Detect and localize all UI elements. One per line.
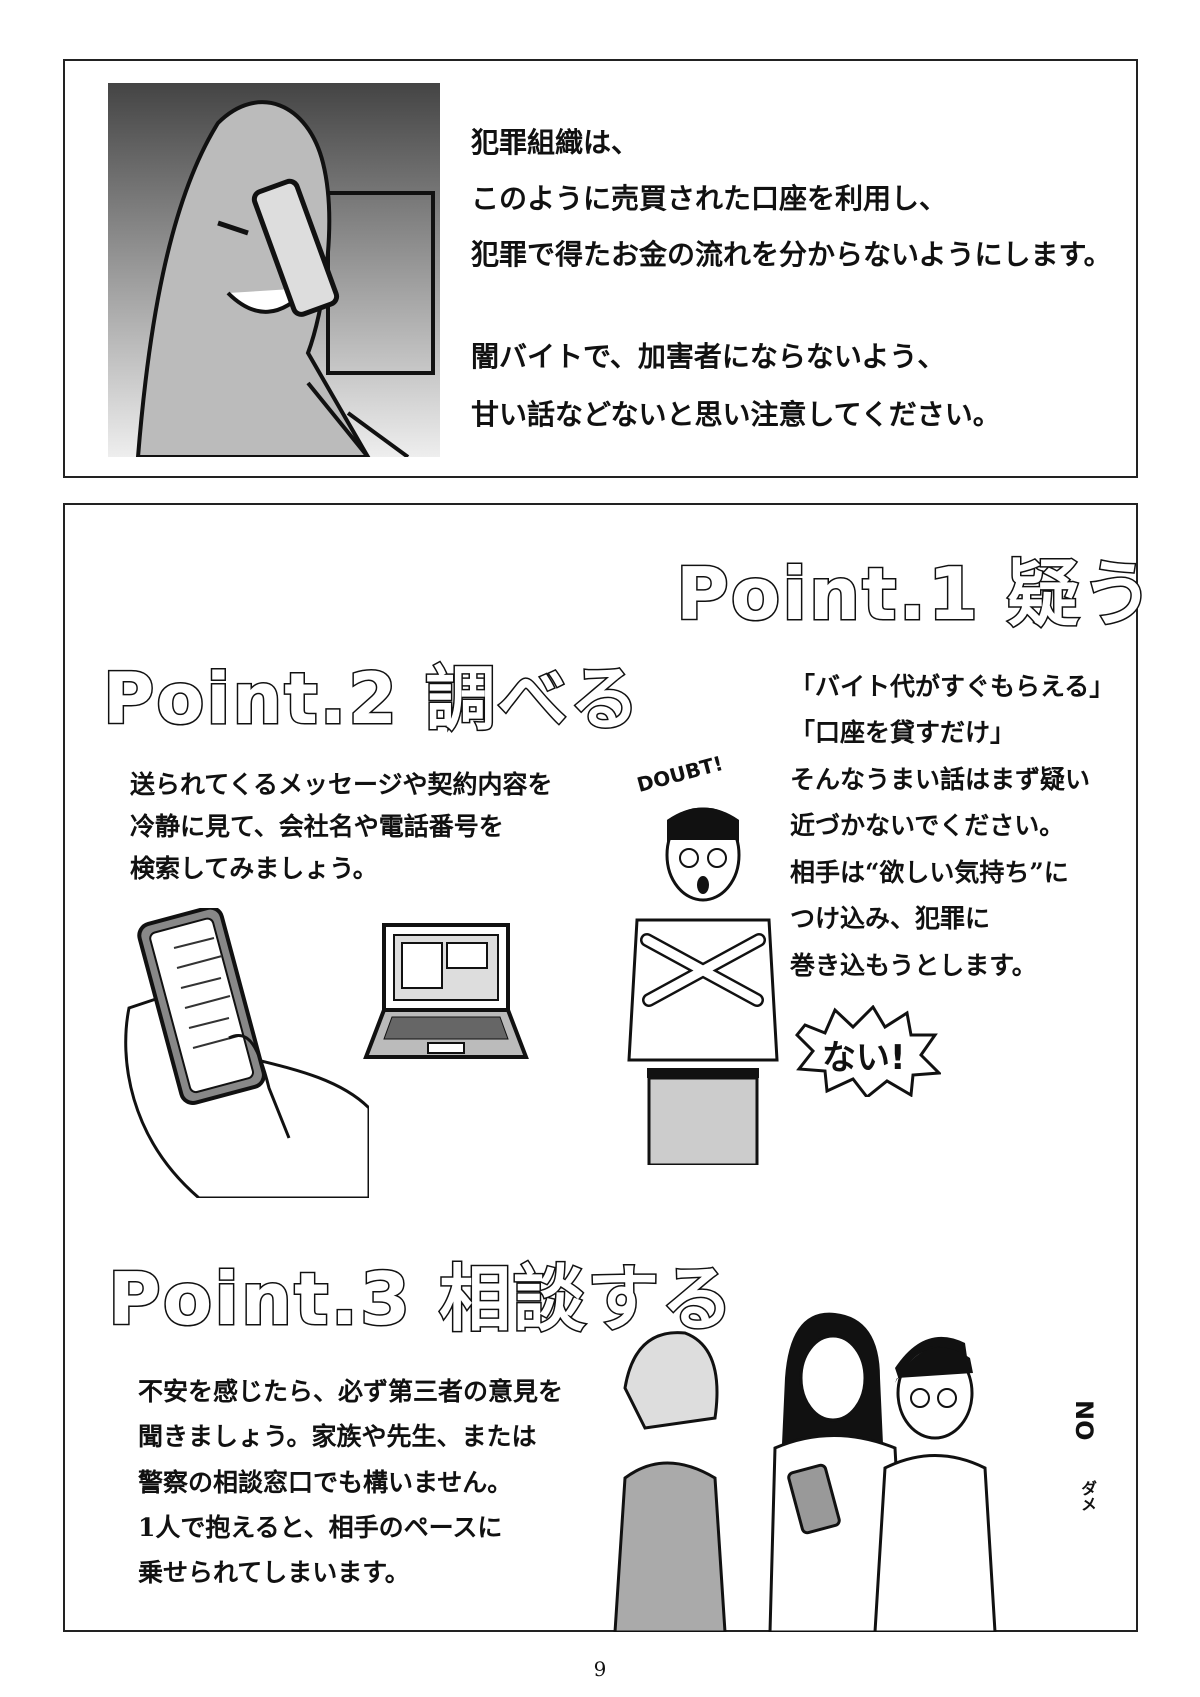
text-line: 甘い話などないと思い注意してください。 — [471, 398, 1001, 431]
no-sound-effect: NO — [1070, 1400, 1098, 1441]
text-line: 闇バイトで、加害者にならないよう、 — [471, 340, 946, 373]
dame-sound-effect: ダメ — [1078, 1480, 1097, 1512]
smartphone-hand-illustration — [124, 908, 369, 1198]
people-consulting-illustration — [613, 1312, 997, 1632]
top-panel: 犯罪組織は、 このように売買された口座を利用し、 犯罪で得たお金の流れを分からな… — [63, 59, 1138, 478]
point3-title: Point.3 相談する — [106, 1256, 736, 1343]
criminal-phone-illustration — [108, 83, 440, 457]
text-line: 「バイト代がすぐもらえる」 — [790, 672, 1115, 701]
text-line: 相手は“欲しい気持ち”に — [790, 858, 1069, 887]
text-line: 警察の相談窓口でも構いません。 — [138, 1468, 513, 1497]
text-line: 不安を感じたら、必ず第三者の意見を — [138, 1377, 564, 1406]
laptop-illustration — [363, 923, 529, 1059]
text-line: 冷静に見て、会社名や電話番号を — [130, 812, 504, 841]
text-line: つけ込み、犯罪に — [790, 904, 991, 933]
text-line: 「口座を貸すだけ」 — [790, 718, 1016, 747]
text-line: 検索してみましょう。 — [130, 854, 378, 883]
text-line: そんなうまい話はまず疑い — [790, 765, 1091, 794]
tips-panel — [63, 503, 1138, 1632]
text-line: 乗せられてしまいます。 — [138, 1558, 410, 1587]
page-number: 9 — [593, 1657, 607, 1681]
speech-bubble-text: ない! — [822, 1038, 906, 1078]
text-line: 巻き込もうとします。 — [790, 951, 1037, 980]
text-line: 送られてくるメッセージや契約内容を — [130, 770, 553, 799]
text-line: 聞きましょう。家族や先生、または — [138, 1422, 537, 1451]
speech-bubble — [795, 1005, 941, 1097]
point1-title: Point.1 疑う — [674, 551, 1156, 638]
text-line: 犯罪組織は、 — [471, 126, 640, 159]
text-line: このように売買された口座を利用し、 — [471, 182, 948, 215]
text-line: 1人で抱えると、相手のペースに — [138, 1513, 503, 1542]
text-line: 近づかないでください。 — [790, 811, 1065, 840]
man-crossing-arms-illustration — [627, 807, 779, 1165]
text-line: 犯罪で得たお金の流れを分からないようにします。 — [471, 238, 1112, 271]
point2-title: Point.2 調べる — [101, 657, 642, 742]
